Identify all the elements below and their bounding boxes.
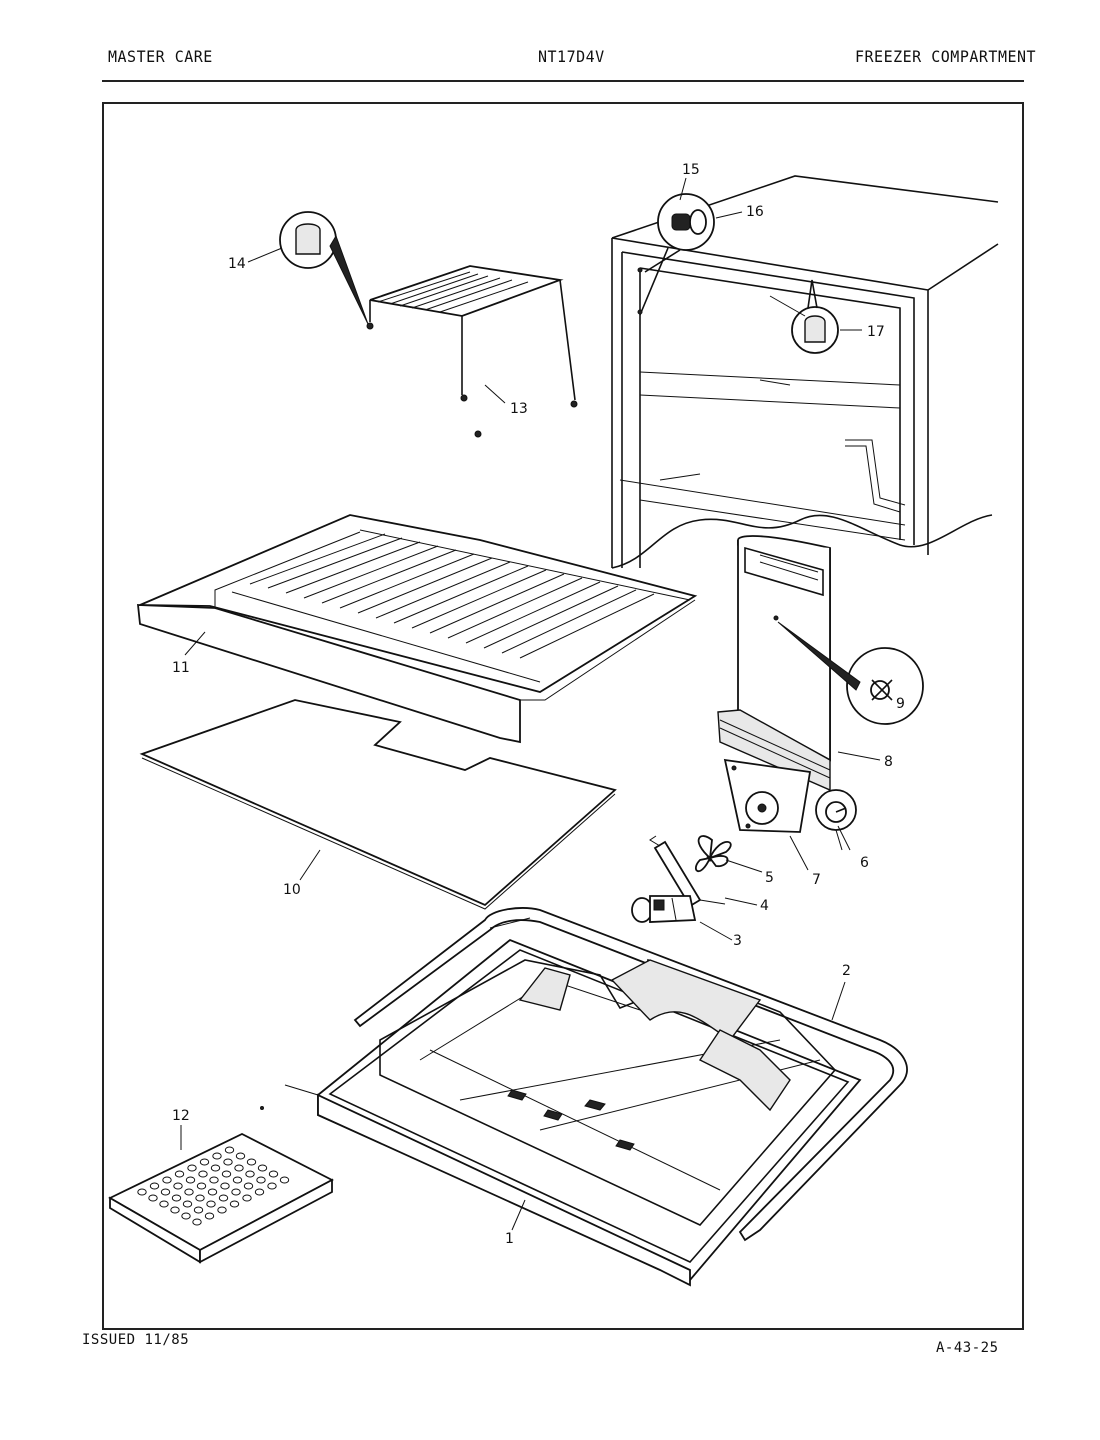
callout-1: 1 — [505, 1231, 514, 1247]
callout-3: 3 — [733, 933, 742, 949]
freezer-cabinet — [611, 175, 999, 569]
ice-cell — [184, 1188, 194, 1196]
ice-cell — [256, 1176, 266, 1184]
header-model: NT17D4V — [538, 47, 605, 67]
ice-cell — [246, 1158, 257, 1166]
ice-cell — [207, 1188, 218, 1196]
ice-cell — [137, 1188, 147, 1196]
detail-bubble-9 — [777, 621, 924, 725]
ice-cell — [193, 1206, 204, 1214]
motor-bracket — [649, 835, 726, 908]
ice-tray-cells — [137, 1146, 290, 1226]
ice-cell — [204, 1212, 215, 1220]
ice-cell — [198, 1170, 208, 1178]
diagram-frame — [102, 102, 1024, 1330]
callout-11: 11 — [172, 660, 190, 676]
ice-cell — [206, 1200, 216, 1208]
ice-cell — [181, 1212, 191, 1220]
footer-page-code: A-43-25 — [936, 1340, 999, 1356]
callout-5: 5 — [765, 870, 774, 886]
fan-blade — [695, 835, 732, 872]
ice-cell — [223, 1158, 233, 1166]
callout-14: 14 — [228, 256, 246, 272]
ice-cell — [182, 1200, 193, 1208]
ice-cell — [254, 1188, 265, 1196]
ice-cell — [174, 1170, 185, 1178]
ice-cell — [279, 1176, 290, 1184]
ice-cell — [210, 1164, 221, 1172]
ice-cell — [195, 1194, 205, 1202]
ice-cell — [192, 1218, 202, 1226]
ice-cell — [199, 1158, 210, 1166]
freezer-shelf — [136, 514, 698, 744]
ice-cell — [257, 1164, 268, 1172]
ice-cell — [173, 1182, 183, 1190]
ice-cell — [234, 1164, 244, 1172]
fan-bracket — [723, 758, 812, 833]
ice-cell — [267, 1182, 277, 1190]
callout-6: 6 — [860, 855, 869, 871]
callout-4: 4 — [760, 898, 769, 914]
header-rule — [102, 80, 1024, 82]
ice-cell — [187, 1164, 197, 1172]
ice-cell — [243, 1182, 254, 1190]
callout-2: 2 — [842, 963, 851, 979]
header-section: FREEZER COMPARTMENT — [855, 47, 1037, 67]
fan-motor — [631, 895, 697, 923]
ice-cell — [224, 1146, 235, 1154]
ice-cell — [159, 1200, 169, 1208]
evaporator-cover — [717, 535, 831, 792]
callout-16: 16 — [746, 204, 764, 220]
detail-bubble-17 — [769, 279, 839, 354]
drain-trough — [353, 907, 908, 1242]
callout-7: 7 — [812, 872, 821, 888]
callout-8: 8 — [884, 754, 893, 770]
ice-cell — [218, 1194, 229, 1202]
shelf-grille-lines — [249, 533, 655, 659]
ice-tray — [108, 1132, 334, 1264]
ice-cell — [232, 1176, 243, 1184]
footer-issued: ISSUED 11/85 — [82, 1332, 190, 1348]
callout-9: 9 — [896, 696, 905, 712]
ice-cell — [185, 1176, 196, 1184]
ice-cell — [220, 1182, 230, 1190]
ice-cell — [221, 1170, 232, 1178]
leader-lines — [180, 177, 881, 1231]
ice-cell — [160, 1188, 171, 1196]
ice-cell — [170, 1206, 180, 1214]
ice-cell — [162, 1176, 172, 1184]
shelf-liner — [139, 699, 617, 910]
callout-15: 15 — [682, 162, 700, 178]
evaporator-tray — [284, 938, 862, 1287]
header-brand: MASTER CARE — [108, 47, 213, 67]
stray-dot — [260, 1106, 264, 1110]
detail-bubble-6 — [815, 789, 857, 831]
detail-bubble-15-16 — [637, 193, 715, 316]
callout-17: 17 — [867, 324, 885, 340]
ice-cell — [209, 1176, 219, 1184]
callout-labels: 15 16 17 13 14 11 10 8 9 6 7 5 4 3 2 1 1… — [172, 162, 905, 1247]
ice-cell — [229, 1200, 240, 1208]
ice-cell — [149, 1182, 160, 1190]
ice-cell — [217, 1206, 227, 1214]
ice-cell — [245, 1170, 255, 1178]
callout-12: 12 — [172, 1108, 190, 1124]
ice-cell — [268, 1170, 279, 1178]
detail-bubble-14 — [279, 211, 369, 325]
ice-cell — [212, 1152, 222, 1160]
ice-cell — [171, 1194, 182, 1202]
shelf-bracket — [366, 265, 578, 438]
ice-cell — [196, 1182, 207, 1190]
ice-cell — [231, 1188, 241, 1196]
ice-cell — [242, 1194, 252, 1202]
callout-10: 10 — [283, 882, 301, 898]
callout-13: 13 — [510, 401, 528, 417]
ice-cell — [235, 1152, 246, 1160]
ice-cell — [148, 1194, 158, 1202]
